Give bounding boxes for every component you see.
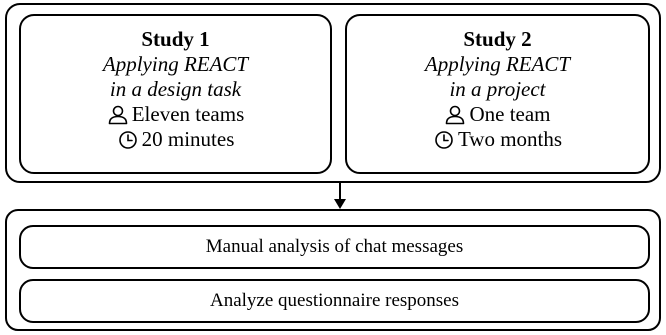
study-2-title: Study 2 [463,27,532,51]
down-arrow-icon [334,181,346,209]
study-2-participants: One team [469,102,551,126]
clock-icon [435,130,453,149]
analysis-step-1-label: Manual analysis of chat messages [205,236,464,257]
study-1-subtitle-line2: in a design task [109,77,242,101]
study-2-subtitle-line1: Applying REACT [424,52,571,76]
person-icon [446,105,465,124]
clock-icon [118,130,137,149]
study-1-subtitle-line1: Applying REACT [102,52,249,76]
analysis-step-questionnaire: Analyze questionnaire responses [19,279,650,323]
analysis-step-2-label: Analyze questionnaire responses [209,290,460,311]
study-2-participants-row: One team [444,102,551,127]
study-2-box: Study 2 Applying REACT in a project One … [345,14,650,174]
analysis-step-chat-messages: Manual analysis of chat messages [19,225,650,269]
person-icon [108,105,128,124]
study-2-duration-row: Two months [433,127,562,152]
study-2-subtitle-line2: in a project [449,77,546,101]
study-2-duration: Two months [457,127,563,151]
study-1-box: Study 1 Applying REACT in a design task … [19,14,332,174]
study-1-duration: 20 minutes [141,127,235,151]
study-1-title: Study 1 [141,27,210,51]
study-1-participants-row: Eleven teams [107,102,245,127]
study-1-duration-row: 20 minutes [117,127,235,152]
study-1-participants: Eleven teams [131,102,245,126]
